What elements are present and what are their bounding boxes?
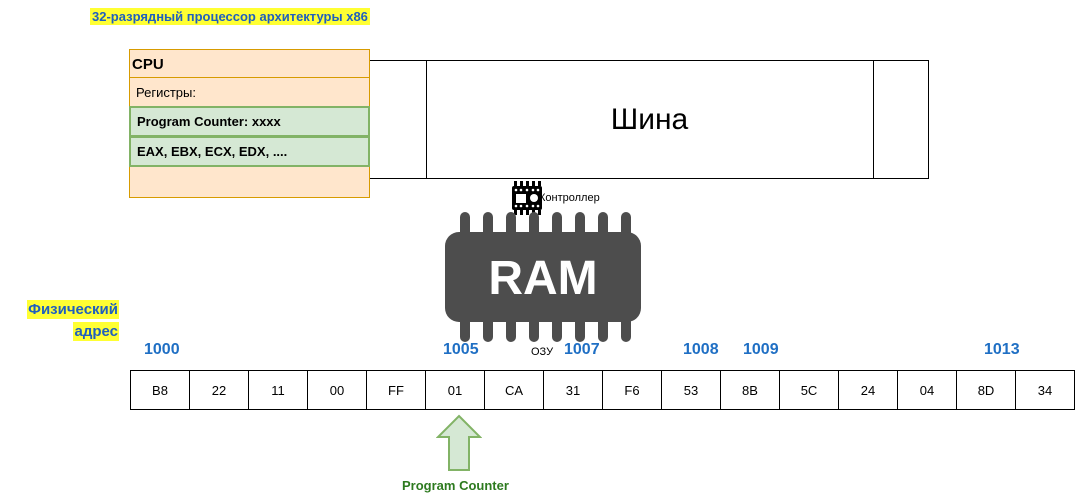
memory-cell: 24 (838, 370, 898, 410)
memory-cell: 01 (425, 370, 485, 410)
cpu-divider (130, 77, 369, 78)
memory-cell: FF (366, 370, 426, 410)
chip-icon (512, 181, 542, 215)
physical-address-label-line1: Физический (27, 300, 119, 319)
program-counter-label: Program Counter (402, 478, 509, 493)
register-program-counter: Program Counter: xxxx (129, 106, 370, 137)
bus-divider (426, 61, 427, 178)
address-label: 1013 (984, 341, 1020, 358)
ram-sublabel: ОЗУ (531, 346, 554, 358)
memory-cell: 8B (720, 370, 780, 410)
bus-label: Шина (610, 102, 689, 136)
register-general-purpose: EAX, EBX, ECX, EDX, .... (129, 136, 370, 167)
memory-cell: 22 (189, 370, 249, 410)
cpu-block: CPU Регистры: Program Counter: xxxx EAX,… (129, 49, 370, 198)
memory-cell: 5C (779, 370, 839, 410)
memory-row: B8 22 11 00 FF 01 CA 31 F6 53 8B 5C 24 0… (130, 370, 1090, 410)
memory-cell: 8D (956, 370, 1016, 410)
memory-cell: 53 (661, 370, 721, 410)
memory-cell: CA (484, 370, 544, 410)
memory-cell: 00 (307, 370, 367, 410)
cpu-title: CPU (132, 56, 164, 73)
memory-cell: B8 (130, 370, 190, 410)
address-label: 1005 (443, 341, 479, 358)
address-label: 1009 (743, 341, 779, 358)
memory-cell: 04 (897, 370, 957, 410)
ram-label: RAM (488, 252, 597, 305)
memory-cell: F6 (602, 370, 662, 410)
bus-divider (873, 61, 874, 178)
controller-label: Контроллер (539, 192, 600, 204)
bus-block: Шина (369, 60, 929, 179)
address-label: 1007 (564, 341, 600, 358)
physical-address-label-line2: адрес (73, 322, 119, 341)
up-arrow-icon (436, 414, 482, 471)
memory-cell: 31 (543, 370, 603, 410)
diagram-title: 32-разрядный процессор архитектуры x86 (90, 8, 370, 25)
memory-cell: 34 (1015, 370, 1075, 410)
memory-cell: 11 (248, 370, 308, 410)
address-label: 1008 (683, 341, 719, 358)
address-label: 1000 (144, 341, 180, 358)
cpu-registers-label: Регистры: (136, 85, 196, 100)
ram-chip-icon: RAM (445, 212, 641, 342)
